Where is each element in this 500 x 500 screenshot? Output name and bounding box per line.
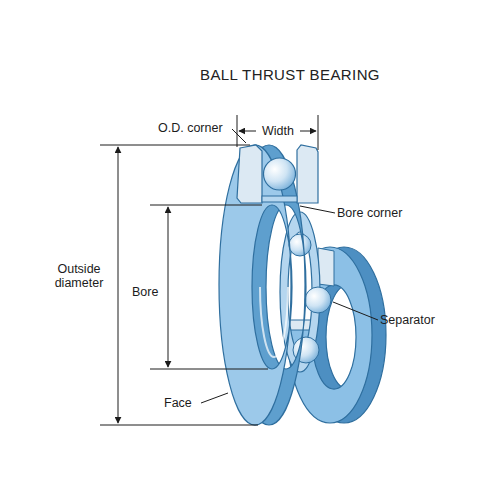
extension-line: [100, 425, 258, 426]
cross-section: [237, 145, 318, 203]
diagram-title: BALL THRUST BEARING: [175, 66, 405, 83]
dimension-label: Width: [257, 124, 299, 138]
leader-line: [333, 302, 378, 320]
washer-section: [237, 145, 262, 203]
dimension-line: [239, 131, 256, 132]
leader-line: [201, 393, 228, 403]
highlight: [260, 287, 288, 357]
extension-line: [237, 115, 238, 147]
part-label: Face: [164, 396, 204, 410]
leader-lines: [201, 129, 378, 403]
dimension-lines: [100, 115, 318, 425]
extension-line: [318, 115, 319, 150]
dimension-label: Outside diameter: [46, 262, 112, 291]
extension-line: [150, 205, 262, 206]
dimension-line: [168, 207, 169, 367]
part-label: O.D. corner: [158, 121, 238, 135]
ball: [264, 158, 296, 190]
ball: [289, 234, 311, 256]
separator-section: [262, 196, 297, 202]
leader-line: [300, 206, 335, 213]
washer-face: [288, 247, 372, 423]
ball: [305, 287, 331, 313]
leader-line: [232, 129, 246, 143]
dimension-line: [118, 147, 119, 423]
washer-section: [297, 145, 318, 203]
extension-line: [150, 369, 268, 370]
dimension-label: Bore: [132, 285, 166, 299]
extension-line: [100, 145, 250, 146]
part-label: Separator: [380, 313, 460, 327]
part-label: Bore corner: [337, 206, 427, 220]
dimension-line: [300, 131, 316, 132]
